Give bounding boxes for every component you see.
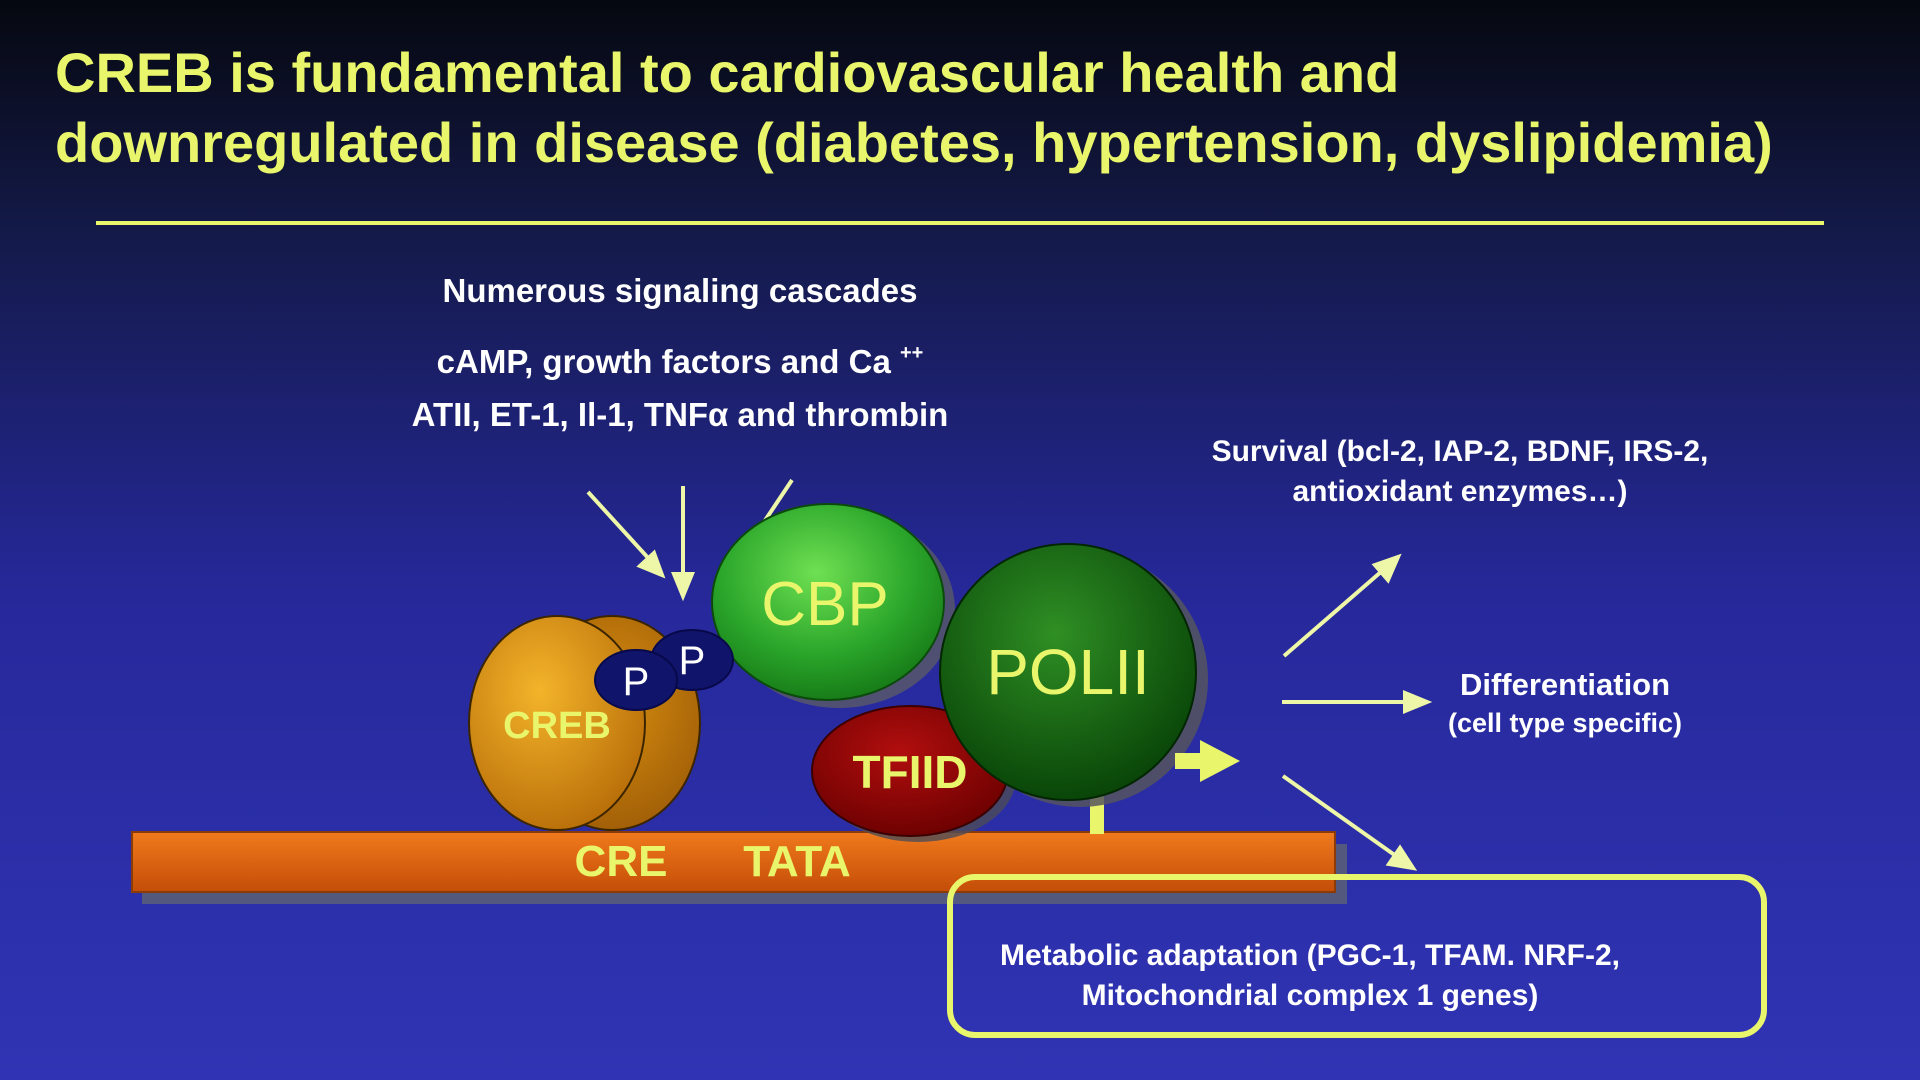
title-line-1: CREB is fundamental to cardiovascular he… bbox=[55, 41, 1400, 104]
survival-arrow bbox=[1282, 569, 1384, 658]
slide-title: CREB is fundamental to cardiovascular he… bbox=[55, 38, 1875, 178]
signals-line-3: ATII, ET-1, Il-1, TNFα and thrombin bbox=[411, 396, 949, 433]
polii bbox=[939, 543, 1197, 801]
tfiid-label: TFIID bbox=[853, 746, 968, 798]
signal-arrow-middle-head bbox=[671, 572, 695, 602]
differentiation-sublabel: (cell type specific) bbox=[1447, 708, 1683, 738]
survival-line-2: antioxidant enzymes…) bbox=[1292, 475, 1628, 508]
transcription-arrow bbox=[1175, 740, 1240, 782]
polii-label: POLII bbox=[986, 636, 1150, 708]
cbp bbox=[711, 503, 945, 701]
metabolic-arrow bbox=[1281, 774, 1398, 858]
signal-arrow-left-head bbox=[636, 549, 666, 579]
outcome-arrows bbox=[1281, 553, 1433, 871]
signaling-cascades-text: Numerous signaling cascades cAMP, growth… bbox=[330, 268, 1030, 454]
metabolic-arrow-head bbox=[1385, 844, 1418, 871]
differentiation-outcome: Differentiation (cell type specific) bbox=[1400, 665, 1730, 741]
survival-outcome: Survival (bcl-2, IAP-2, BDNF, IRS-2, ant… bbox=[1150, 432, 1770, 512]
signal-arrow-left bbox=[586, 490, 652, 562]
signals-line-2-text: cAMP, growth factors and Ca bbox=[436, 343, 891, 380]
differentiation-arrow-head bbox=[1403, 690, 1433, 714]
title-divider bbox=[96, 221, 1824, 225]
cre-label: CRE bbox=[575, 837, 668, 886]
survival-arrow-head bbox=[1371, 553, 1402, 584]
survival-line-1: Survival (bcl-2, IAP-2, BDNF, IRS-2, bbox=[1211, 435, 1709, 468]
title-line-2: downregulated in disease (diabetes, hype… bbox=[55, 111, 1773, 174]
cbp-label: CBP bbox=[761, 570, 888, 639]
metabolic-line-2: Mitochondrial complex 1 genes) bbox=[1081, 979, 1539, 1012]
phosphate-front bbox=[594, 649, 678, 711]
creb-label: CREB bbox=[503, 705, 611, 747]
signals-line-1: Numerous signaling cascades bbox=[442, 272, 918, 309]
signals-line-2: cAMP, growth factors and Ca ++ bbox=[330, 330, 1030, 392]
differentiation-label: Differentiation bbox=[1459, 667, 1671, 702]
metabolic-adaptation-box bbox=[947, 874, 1767, 1038]
phosphate-front-label: P bbox=[623, 660, 650, 704]
phosphate-back-label: P bbox=[679, 639, 706, 683]
metabolic-line-1: Metabolic adaptation (PGC-1, TFAM. NRF-2… bbox=[999, 939, 1621, 972]
tata-label: TATA bbox=[743, 837, 851, 886]
calcium-charge: ++ bbox=[899, 342, 924, 364]
metabolic-outcome: Metabolic adaptation (PGC-1, TFAM. NRF-2… bbox=[960, 936, 1660, 1016]
dna-bar bbox=[131, 831, 1336, 893]
